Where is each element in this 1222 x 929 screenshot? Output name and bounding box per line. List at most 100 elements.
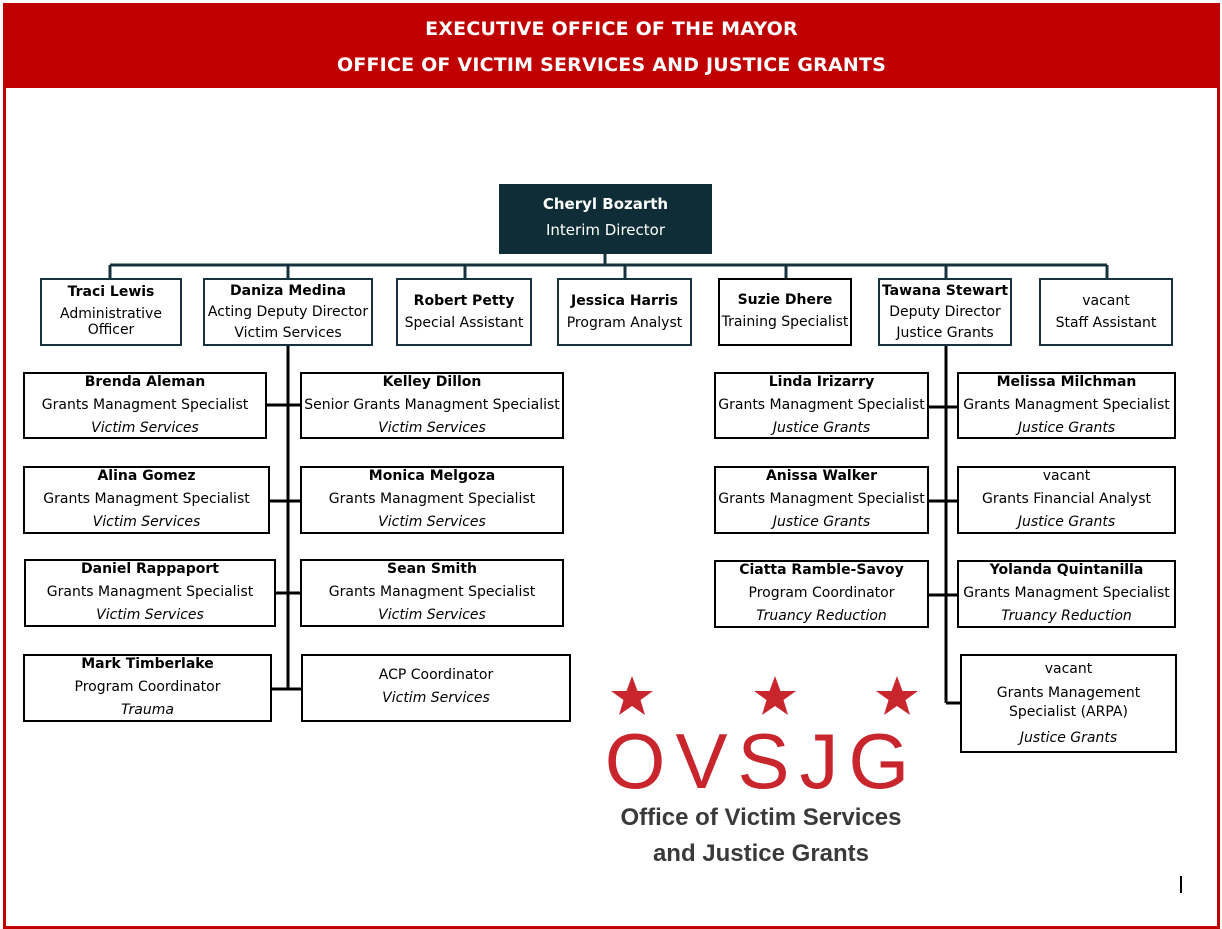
person-name: vacant — [1042, 468, 1091, 484]
text-cursor — [1180, 876, 1182, 893]
org-box-sean-smith: Sean Smith Grants Managment Specialist V… — [300, 559, 564, 627]
person-unit: Justice Grants — [772, 514, 871, 530]
person-title: Grants Managment Specialist — [41, 397, 249, 413]
org-box-suzie-dhere: Suzie Dhere Training Specialist — [718, 278, 852, 346]
org-box-melissa-milchman: Melissa Milchman Grants Managment Specia… — [957, 372, 1176, 439]
person-title: Grants Managment Specialist — [46, 584, 254, 600]
person-unit: Justice Grants — [896, 325, 994, 341]
person-name: Kelley Dillon — [382, 374, 482, 390]
person-title: Program Coordinator — [74, 679, 221, 695]
person-name: Sean Smith — [387, 561, 477, 577]
person-name: Brenda Aleman — [84, 374, 206, 390]
person-title: Training Specialist — [721, 314, 849, 330]
person-title: Grants Managment Specialist — [718, 491, 925, 507]
org-box-jessica-harris: Jessica Harris Program Analyst — [557, 278, 692, 346]
logo-caption-line-2: and Justice Grants — [652, 840, 870, 867]
person-name: Robert Petty — [413, 293, 515, 309]
person-name: Yolanda Quintanilla — [989, 562, 1144, 578]
person-title: Grants Financial Analyst — [981, 491, 1152, 507]
person-name: Anissa Walker — [765, 468, 878, 484]
person-title: Grants Managment Specialist — [328, 584, 536, 600]
person-name: Traci Lewis — [67, 284, 155, 300]
org-box-acp-coordinator: ACP Coordinator Victim Services — [301, 654, 571, 722]
person-unit: Victim Services — [378, 514, 486, 530]
org-box-alina-gomez: Alina Gomez Grants Managment Specialist … — [23, 466, 270, 534]
org-box-staff-assistant: vacant Staff Assistant — [1039, 278, 1173, 346]
star-icon — [876, 676, 918, 715]
person-name: Melissa Milchman — [996, 374, 1137, 390]
director-box: Cheryl Bozarth Interim Director — [499, 184, 712, 254]
person-title: Senior Grants Managment Specialist — [304, 397, 560, 413]
org-box-ciatta-ramble-savoy: Ciatta Ramble-Savoy Program Coordinator … — [714, 560, 929, 628]
star-icon — [754, 676, 796, 715]
logo-caption: Office of Victim Services and Justice Gr… — [596, 800, 926, 872]
person-unit: Victim Services — [96, 607, 204, 623]
person-unit: Trauma — [121, 702, 174, 718]
person-title: Program Analyst — [566, 315, 683, 331]
org-box-daniel-rappaport: Daniel Rappaport Grants Managment Specia… — [24, 559, 276, 627]
person-unit: Victim Services — [92, 514, 201, 530]
logo-caption-line-1: Office of Victim Services — [620, 804, 902, 831]
org-box-brenda-aleman: Brenda Aleman Grants Managment Specialis… — [23, 372, 267, 439]
director-title: Interim Director — [545, 221, 665, 239]
director-name: Cheryl Bozarth — [542, 195, 669, 213]
person-unit: Truancy Reduction — [756, 608, 887, 624]
person-title: Administrative — [60, 306, 162, 322]
org-box-anissa-walker: Anissa Walker Grants Managment Specialis… — [714, 466, 929, 534]
org-box-mark-timberlake: Mark Timberlake Program Coordinator Trau… — [23, 654, 272, 722]
person-unit: Victim Services — [234, 325, 342, 341]
person-name: Suzie Dhere — [737, 292, 833, 308]
org-box-grants-financial-analyst: vacant Grants Financial Analyst Justice … — [957, 466, 1176, 534]
person-title: Staff Assistant — [1055, 315, 1157, 331]
header-line-1: EXECUTIVE OFFICE OF THE MAYOR — [425, 18, 798, 40]
person-title: Officer — [87, 322, 135, 338]
person-unit: Truancy Reduction — [1001, 608, 1132, 624]
org-box-robert-petty: Robert Petty Special Assistant — [396, 278, 532, 346]
person-unit: Victim Services — [91, 420, 199, 436]
person-title: Grants Managment Specialist — [963, 585, 1170, 601]
person-title: Program Coordinator — [748, 585, 895, 601]
person-unit: Justice Grants — [1017, 514, 1116, 530]
star-icon — [611, 676, 653, 715]
person-name: Jessica Harris — [571, 293, 678, 309]
person-unit: Victim Services — [378, 420, 486, 436]
person-title: Grants Managment Specialist — [328, 491, 536, 507]
org-box-yolanda-quintanilla: Yolanda Quintanilla Grants Managment Spe… — [957, 560, 1176, 628]
person-name: Daniel Rappaport — [81, 561, 219, 577]
logo-stars — [611, 676, 918, 715]
person-name: Alina Gomez — [97, 468, 196, 484]
person-unit: Justice Grants — [772, 420, 871, 436]
person-title: Grants Management — [996, 685, 1141, 701]
person-unit: Justice Grants — [1019, 730, 1118, 746]
person-name: Monica Melgoza — [368, 468, 496, 484]
person-name: Mark Timberlake — [81, 656, 214, 672]
person-title: Grants Managment Specialist — [718, 397, 925, 413]
person-name: Daniza Medina — [230, 283, 346, 299]
person-unit: Justice Grants — [1017, 420, 1116, 436]
person-title: Special Assistant — [404, 315, 524, 331]
ovsjg-logo: OVSJG — [605, 676, 919, 805]
org-box-monica-melgoza: Monica Melgoza Grants Managment Speciali… — [300, 466, 564, 534]
org-box-traci-lewis: Traci Lewis Administrative Officer — [40, 278, 182, 346]
org-box-linda-irizarry: Linda Irizarry Grants Managment Speciali… — [714, 372, 929, 439]
person-title: Specialist (ARPA) — [1009, 704, 1128, 720]
person-title: Grants Managment Specialist — [963, 397, 1170, 413]
org-box-kelley-dillon: Kelley Dillon Senior Grants Managment Sp… — [300, 372, 564, 439]
person-name: Ciatta Ramble-Savoy — [739, 562, 904, 578]
person-name: Tawana Stewart — [881, 283, 1009, 299]
person-name: vacant — [1044, 661, 1093, 677]
page-header: EXECUTIVE OFFICE OF THE MAYOR OFFICE OF … — [3, 3, 1220, 88]
person-unit: Victim Services — [378, 607, 486, 623]
org-box-tawana-stewart: Tawana Stewart Deputy Director Justice G… — [878, 278, 1012, 346]
org-box-daniza-medina: Daniza Medina Acting Deputy Director Vic… — [203, 278, 373, 346]
person-name: Linda Irizarry — [768, 374, 875, 390]
org-box-grants-management-specialist-arpa: vacant Grants Management Specialist (ARP… — [960, 654, 1177, 753]
person-title: Acting Deputy Director — [207, 304, 369, 320]
person-unit: Victim Services — [382, 690, 490, 706]
person-name: vacant — [1082, 293, 1130, 309]
person-title: ACP Coordinator — [378, 667, 494, 683]
person-title: Grants Managment Specialist — [43, 491, 250, 507]
logo-letters: OVSJG — [605, 717, 919, 805]
header-line-2: OFFICE OF VICTIM SERVICES AND JUSTICE GR… — [336, 54, 887, 76]
